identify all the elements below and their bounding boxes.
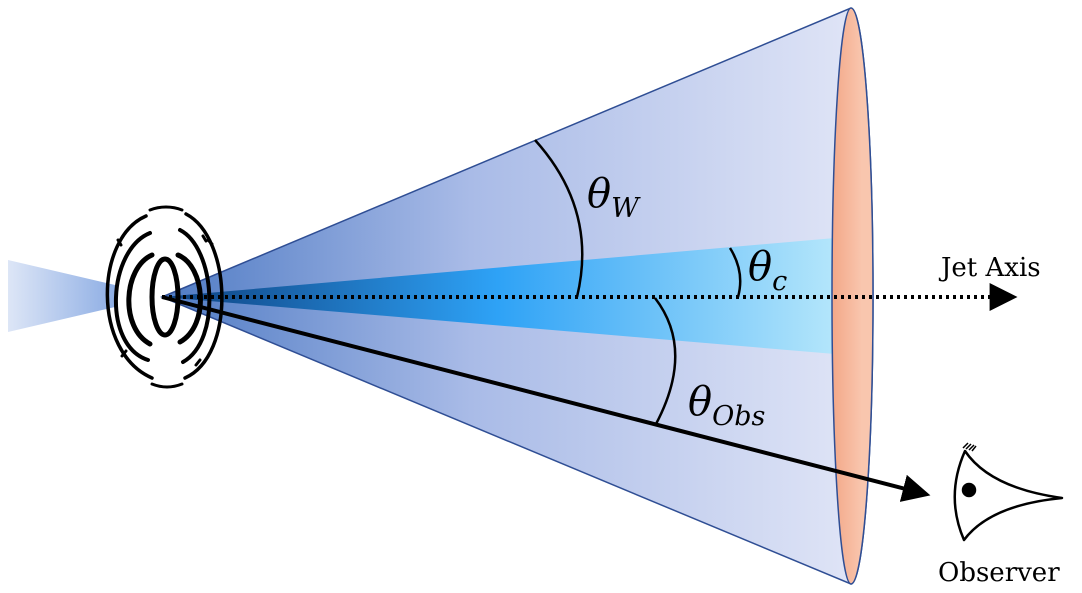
wing-angle-label: θW (587, 171, 641, 224)
observer-eye-icon (953, 442, 1064, 542)
wing-angle-arc (534, 139, 584, 298)
observer-line-of-sight (161, 295, 931, 502)
jet-axis-label: Jet Axis (938, 253, 1041, 283)
observer-angle-arc (654, 297, 677, 425)
core-angle-label: θc (748, 244, 787, 297)
incoming-jet (8, 260, 115, 332)
cone-opening-face (831, 7, 874, 585)
core-angle-arc (728, 247, 742, 298)
observer-angle-label: θObs (688, 379, 765, 432)
observer-label: Observer (938, 558, 1060, 588)
central-engine-spiral-icon (105, 205, 224, 389)
